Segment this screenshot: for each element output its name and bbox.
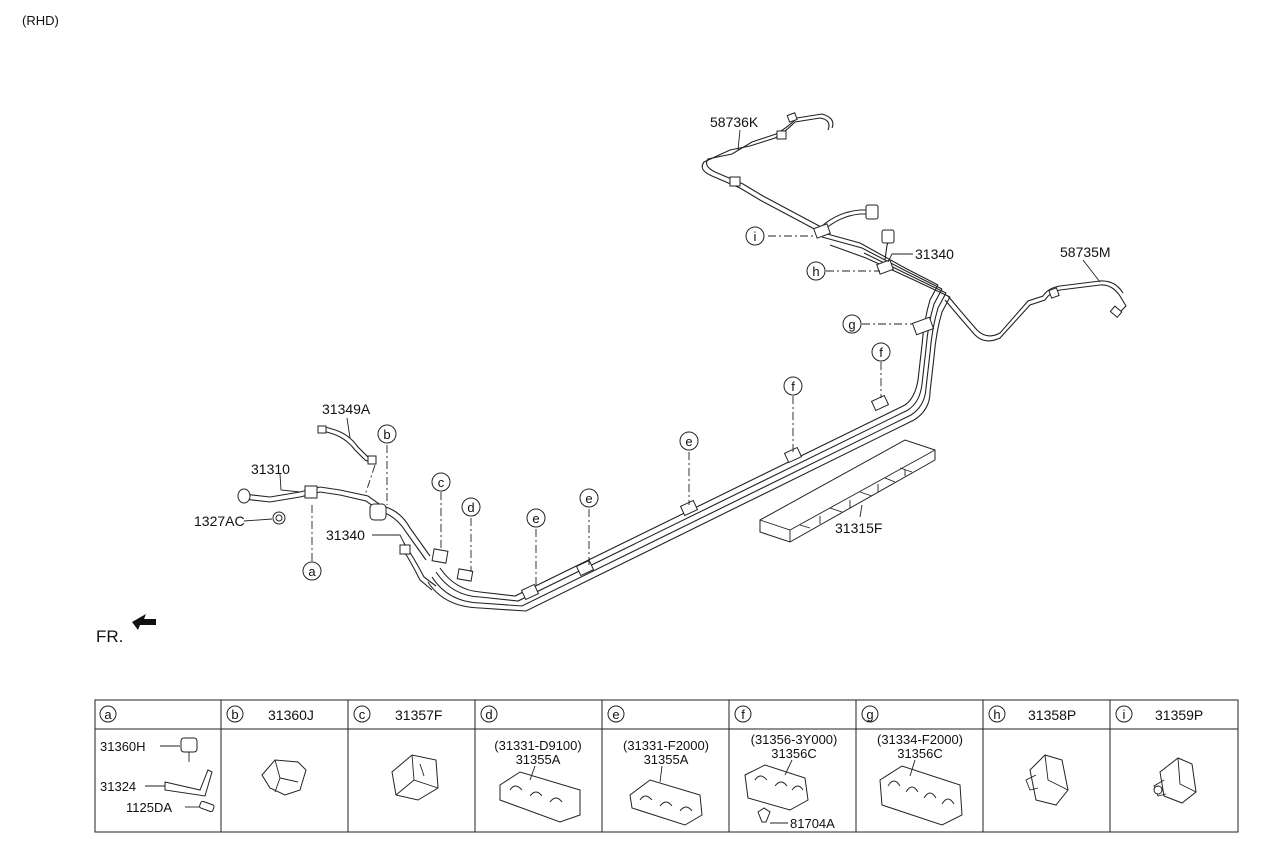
- label-58735M: 58735M: [1060, 244, 1111, 260]
- svg-text:31357F: 31357F: [395, 707, 442, 723]
- cell-h-clip: [1025, 754, 1069, 806]
- header-e: e: [607, 705, 625, 723]
- svg-text:a: a: [308, 564, 316, 579]
- callout-f-2: f: [783, 376, 803, 396]
- svg-text:31355A: 31355A: [644, 752, 689, 767]
- svg-text:g: g: [866, 707, 873, 722]
- callout-f-1: f: [871, 342, 891, 362]
- svg-text:f: f: [879, 345, 883, 360]
- svg-text:(31331-D9100): (31331-D9100): [494, 738, 581, 753]
- cell-c-clip: [391, 754, 439, 801]
- callout-e-3: e: [526, 508, 546, 528]
- cell-g: (31334-F2000) 31356C: [877, 732, 963, 826]
- header-a: a: [99, 705, 117, 723]
- svg-text:(31334-F2000): (31334-F2000): [877, 732, 963, 747]
- svg-text:i: i: [1123, 707, 1126, 722]
- rhd-note: (RHD): [22, 13, 59, 28]
- svg-text:c: c: [438, 475, 445, 490]
- svg-text:g: g: [848, 317, 855, 332]
- svg-text:h: h: [812, 264, 819, 279]
- svg-text:h: h: [993, 707, 1000, 722]
- svg-text:b: b: [231, 707, 238, 722]
- fuel-line-bundle: [237, 112, 1127, 612]
- svg-text:e: e: [685, 434, 692, 449]
- svg-text:(31356-3Y000): (31356-3Y000): [751, 732, 838, 747]
- svg-text:31360H: 31360H: [100, 739, 146, 754]
- leader-lines: [243, 129, 1101, 588]
- header-f: f: [734, 705, 752, 723]
- parts-table: [94, 699, 1239, 833]
- header-b: b 31360J: [226, 705, 314, 723]
- svg-text:31356C: 31356C: [771, 746, 817, 761]
- svg-text:d: d: [485, 707, 492, 722]
- label-31349A: 31349A: [322, 401, 371, 417]
- svg-text:(31331-F2000): (31331-F2000): [623, 738, 709, 753]
- svg-text:31355A: 31355A: [516, 752, 561, 767]
- svg-text:c: c: [359, 707, 366, 722]
- svg-text:f: f: [791, 379, 795, 394]
- svg-text:f: f: [741, 707, 745, 722]
- header-g: g: [861, 705, 879, 723]
- label-31340-left: 31340: [326, 527, 365, 543]
- label-31340-top: 31340: [915, 246, 954, 262]
- callout-g: g: [842, 314, 862, 334]
- svg-text:31324: 31324: [100, 779, 136, 794]
- header-d: d: [480, 705, 498, 723]
- svg-text:31359P: 31359P: [1155, 707, 1203, 723]
- callout-h: h: [806, 261, 826, 281]
- header-c: c 31357F: [353, 705, 442, 723]
- header-i: i 31359P: [1115, 705, 1203, 723]
- label-1327AC: 1327AC: [194, 513, 245, 529]
- callout-i: i: [745, 226, 765, 246]
- cell-d: (31331-D9100) 31355A: [494, 738, 582, 823]
- label-31310: 31310: [251, 461, 290, 477]
- svg-text:i: i: [754, 229, 757, 244]
- label-31315F: 31315F: [835, 520, 882, 536]
- cell-f: (31356-3Y000) 31356C 81704A: [744, 732, 838, 831]
- callout-b: b: [377, 424, 397, 444]
- cell-e: (31331-F2000) 31355A: [623, 738, 709, 826]
- cell-i-clip: [1153, 757, 1197, 804]
- svg-text:e: e: [585, 491, 592, 506]
- callout-d: d: [461, 497, 481, 517]
- front-arrow-icon: [132, 614, 156, 630]
- svg-text:e: e: [612, 707, 619, 722]
- svg-text:31358P: 31358P: [1028, 707, 1076, 723]
- protector-31315F: [759, 439, 936, 543]
- callout-e-2: e: [579, 488, 599, 508]
- label-58736K: 58736K: [710, 114, 759, 130]
- header-h: h 31358P: [988, 705, 1076, 723]
- svg-text:e: e: [532, 511, 539, 526]
- svg-text:31356C: 31356C: [897, 746, 943, 761]
- callout-c: c: [431, 472, 451, 492]
- callout-a: a: [302, 561, 322, 581]
- svg-text:1125DA: 1125DA: [126, 800, 172, 815]
- cell-b-clip: [261, 759, 307, 796]
- svg-text:31360J: 31360J: [268, 707, 314, 723]
- svg-text:a: a: [104, 707, 112, 722]
- front-marker-label: FR.: [96, 627, 123, 646]
- cell-a: 31360H 31324 1125DA: [100, 737, 215, 815]
- svg-text:b: b: [383, 427, 390, 442]
- svg-text:81704A: 81704A: [790, 816, 835, 831]
- svg-text:d: d: [467, 500, 474, 515]
- callout-e-1: e: [679, 431, 699, 451]
